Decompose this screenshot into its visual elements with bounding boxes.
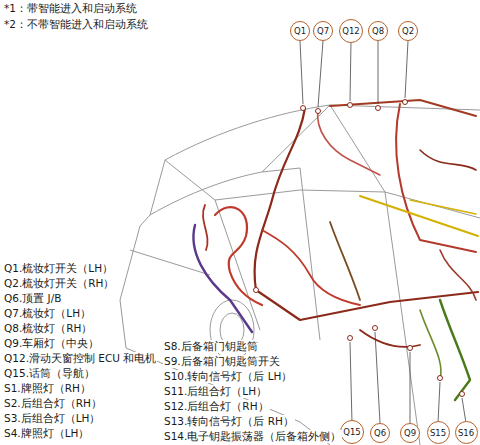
part-label: S11.后组合灯（LH） — [163, 385, 268, 398]
part-label: Q2.梳妆灯开关（RH） — [3, 277, 115, 290]
part-label: Q8.梳妆灯（RH） — [3, 322, 93, 335]
part-label: S3.后组合灯（LH） — [3, 412, 101, 425]
part-label: S12.后组合灯（RH） — [163, 400, 270, 413]
part-label: S1.牌照灯（RH） — [3, 382, 92, 395]
callout-circle: Q6 — [370, 423, 390, 443]
note-text: *1：带智能进入和启动系统 — [3, 2, 138, 15]
callout-number: Q1 — [294, 26, 306, 36]
callout-circle: S16 — [455, 421, 478, 444]
part-label: Q1.梳妆灯开关（LH） — [3, 262, 114, 275]
part-label: S2.后组合灯（RH） — [3, 397, 103, 410]
callout-circle: Q12 — [339, 19, 363, 43]
callout-circle: Q8 — [368, 21, 388, 41]
callout-number: Q12 — [342, 26, 360, 36]
part-label: S9.后备箱门钥匙筒开关 — [163, 355, 281, 368]
callout-number: Q8 — [372, 26, 384, 36]
callout-circle: Q9 — [400, 423, 420, 443]
part-label: Q6.顶置 J/B — [3, 292, 62, 305]
callout-circle: Q15 — [340, 420, 364, 444]
callout-number: Q15 — [343, 427, 361, 437]
callout-number: Q2 — [402, 26, 414, 36]
part-label: S10.转向信号灯（后 LH） — [163, 370, 293, 383]
callout-number: S15 — [430, 428, 446, 438]
part-label: Q9.车厢灯（中央） — [3, 337, 100, 350]
part-label: S13.转向信号灯（后 RH） — [163, 415, 295, 428]
part-label: Q7.梳妆灯（LH） — [3, 307, 92, 320]
part-label: Q12.滑动天窗控制 ECU 和电机 — [3, 352, 157, 365]
callout-circle: S15 — [427, 421, 450, 444]
callout-number: Q9 — [404, 428, 416, 438]
callout-number: Q6 — [374, 428, 386, 438]
note-text: *2：不带智能进入和启动系统 — [3, 18, 149, 31]
part-label: Q15.话筒（导航） — [3, 367, 96, 380]
callout-number: S16 — [458, 428, 474, 438]
callout-circle: Q1 — [290, 21, 310, 41]
callout-circle: Q7 — [313, 21, 333, 41]
callout-number: Q7 — [317, 26, 329, 36]
part-label: S4.牌照灯（LH） — [3, 427, 90, 440]
part-label: S14.电子钥匙振荡器（后备箱外侧） — [163, 430, 342, 443]
callout-circle: Q2 — [398, 21, 418, 41]
part-label: S8.后备箱门钥匙筒 — [163, 340, 259, 353]
